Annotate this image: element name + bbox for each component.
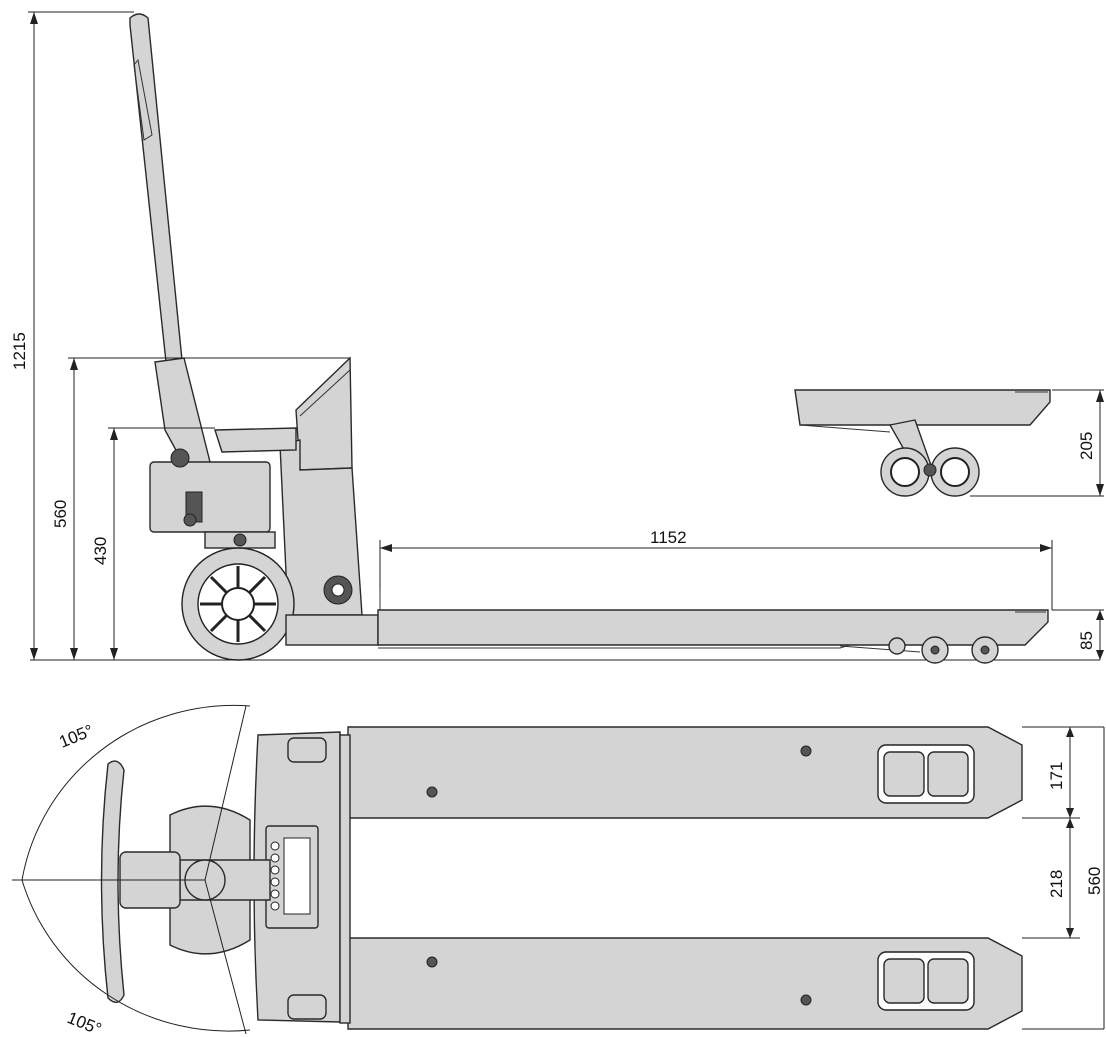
roller-bottom (877, 951, 975, 1011)
dim-lowered-height: 85 (1077, 631, 1096, 650)
side-view: 1215 560 430 1152 205 85 (10, 11, 1104, 664)
fork-raised-detail (794, 389, 1051, 497)
steer-wheel (181, 547, 295, 661)
handle-loop (100, 760, 125, 1003)
roller-top (877, 744, 975, 804)
pump-body (149, 461, 271, 533)
angle-top: 105° (56, 721, 96, 752)
indicator-housing (295, 356, 353, 471)
angle-bottom: 105° (65, 1008, 105, 1037)
fork-lowered (377, 609, 1049, 646)
dim-fork-width: 171 (1047, 762, 1066, 790)
dim-raised-height: 205 (1077, 432, 1096, 460)
dim-fork-gap: 218 (1047, 870, 1066, 898)
handle-bar (129, 13, 183, 363)
dim-overall-height: 1215 (10, 332, 29, 370)
dim-pivot-height: 430 (91, 537, 110, 565)
fork-bottom (347, 937, 1023, 1030)
dim-scale-height: 560 (51, 500, 70, 528)
top-view: 105° 105° 171 218 560 (12, 704, 1105, 1037)
dim-fork-length: 1152 (650, 528, 687, 547)
dim-total-width: 560 (1085, 867, 1104, 895)
